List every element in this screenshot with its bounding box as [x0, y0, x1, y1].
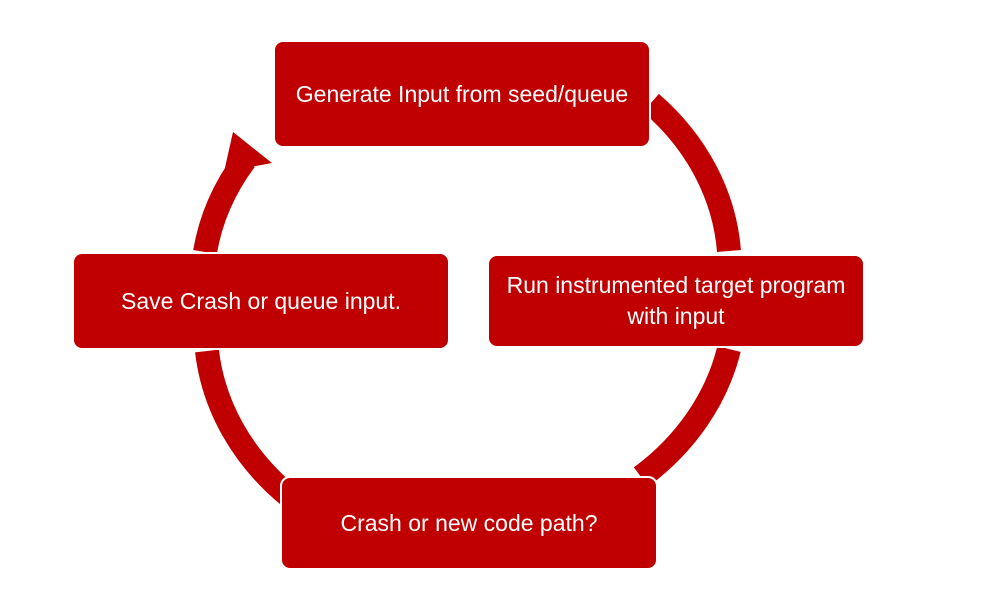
- step-run-target: Run instrumented target program with inp…: [487, 254, 865, 348]
- arrowhead-into-generate: [224, 132, 272, 172]
- arc-generate-to-run: [643, 93, 741, 253]
- step-check-crash-label: Crash or new code path?: [340, 509, 598, 536]
- step-check-crash: Crash or new code path?: [280, 476, 658, 570]
- arc-check-to-save: [195, 349, 297, 506]
- arc-save-to-generate: [193, 152, 255, 255]
- step-save-crash: Save Crash or queue input.: [72, 252, 450, 350]
- step-generate-input-label: Generate Input from seed/queue: [295, 80, 629, 107]
- step-generate-input: Generate Input from seed/queue: [273, 40, 651, 148]
- step-run-target-label: Run instrumented target program with inp…: [506, 272, 846, 329]
- step-save-crash-label: Save Crash or queue input.: [120, 287, 401, 314]
- arc-run-to-check: [633, 345, 741, 487]
- cycle-connector: [193, 93, 741, 506]
